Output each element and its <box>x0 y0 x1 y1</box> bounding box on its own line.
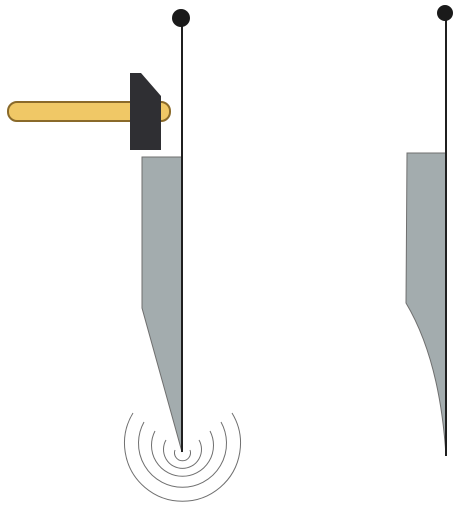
right-pin-head <box>437 5 453 21</box>
hammer-icon <box>8 73 170 150</box>
left-figure <box>142 9 190 452</box>
right-blade <box>406 153 446 456</box>
right-figure <box>406 5 453 456</box>
left-pin-head <box>172 9 190 27</box>
hammer-head <box>130 73 161 150</box>
left-blade <box>142 157 182 452</box>
